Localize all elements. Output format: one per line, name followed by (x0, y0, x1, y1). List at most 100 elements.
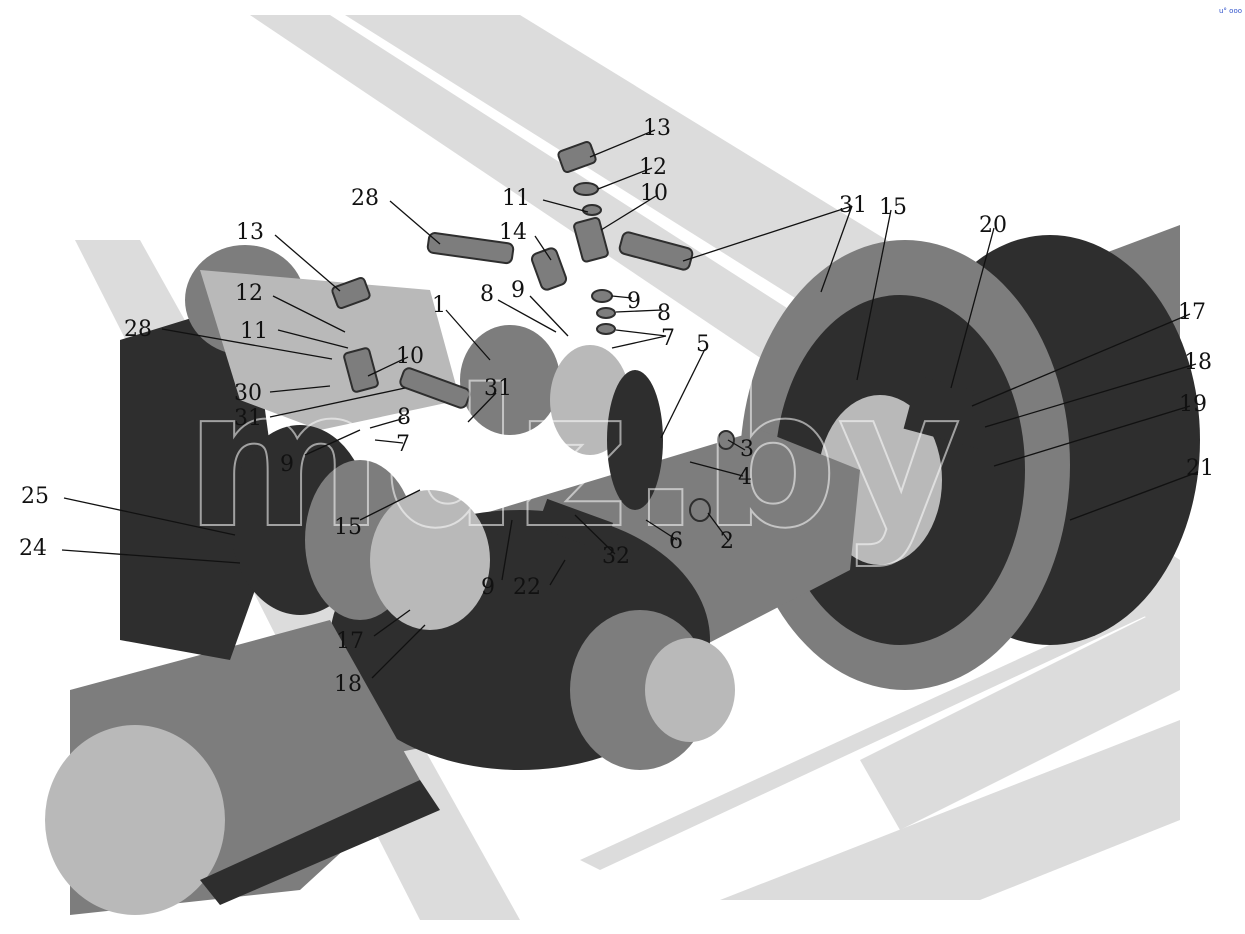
frame-beam-lower-right (860, 600, 1180, 830)
callout-label-c11b: 11 (240, 319, 268, 344)
hub-left (45, 725, 225, 915)
callout-label-c19: 19 (1179, 392, 1207, 417)
leader-line-c11a (542, 199, 589, 213)
callout-label-c9d: 9 (481, 575, 495, 600)
leader-line-c17b (373, 609, 411, 637)
leader-line-c28b (161, 328, 333, 360)
leader-line-c9b (611, 295, 633, 299)
leader-line-c21 (1069, 471, 1199, 521)
leader-line-c19 (993, 405, 1191, 467)
leader-line-c28a (389, 200, 441, 245)
leader-line-c4 (689, 461, 744, 477)
actuator-disc (370, 490, 490, 630)
leader-line-c18b (371, 624, 426, 679)
leader-line-c9a (529, 295, 569, 337)
callout-label-c9b: 9 (627, 289, 641, 314)
washer-12-top (573, 182, 599, 196)
callout-label-c3: 3 (740, 437, 754, 462)
leader-line-c30 (269, 385, 331, 393)
callout-label-c13b: 13 (236, 220, 264, 245)
leader-line-c6 (645, 519, 678, 541)
callout-label-c1: 1 (432, 293, 446, 318)
nut-2 (689, 498, 711, 522)
callout-label-c15a: 15 (879, 195, 907, 220)
callout-label-c22: 22 (513, 575, 541, 600)
callout-label-c8a: 8 (480, 282, 494, 307)
connector-28-top (426, 232, 515, 265)
callout-label-c30: 30 (234, 381, 262, 406)
callout-label-c31b: 31 (234, 406, 262, 431)
leader-line-c20 (950, 227, 995, 389)
leader-line-c12b (272, 295, 346, 333)
elbow-14 (530, 247, 568, 291)
frame-rail-bottom (580, 585, 1180, 870)
callout-label-c32: 32 (602, 544, 630, 569)
callout-label-c8b: 8 (657, 301, 671, 326)
leader-line-c24 (61, 549, 241, 564)
callout-label-c18a: 18 (1184, 350, 1212, 375)
callout-label-c17b: 17 (336, 629, 364, 654)
ring-9-top (591, 289, 613, 303)
connector-31-mid (399, 367, 471, 409)
leader-line-c22 (549, 559, 566, 586)
leader-line-c8b (615, 309, 663, 313)
callout-label-c31a: 31 (839, 193, 867, 218)
tee-10-left (343, 347, 379, 393)
callout-label-c18b: 18 (334, 672, 362, 697)
leader-line-c31c (467, 392, 497, 423)
corner-mark: u° ooo (1219, 7, 1242, 15)
callout-label-c10b: 10 (396, 344, 424, 369)
lever-bracket (536, 498, 614, 552)
leader-line-c25 (63, 497, 236, 536)
tee-10-top (573, 216, 609, 263)
callout-label-c11a: 11 (502, 186, 530, 211)
leader-line-c3 (727, 439, 746, 451)
leader-line-c10b (367, 356, 409, 377)
leader-line-c8a (497, 299, 557, 333)
callout-label-c21: 21 (1186, 456, 1214, 481)
callout-label-c17a: 17 (1178, 300, 1206, 325)
callout-label-c8c: 8 (397, 405, 411, 430)
callout-label-c15b: 15 (334, 515, 362, 540)
left-brake-mechanism (120, 245, 490, 660)
leader-line-c7b (374, 439, 404, 444)
callout-label-c20: 20 (979, 213, 1007, 238)
central-actuators (460, 325, 663, 552)
drive-shaft (200, 780, 440, 905)
callout-label-c6: 6 (669, 529, 683, 554)
leader-line-c7a-b (611, 335, 667, 349)
leader-line-c10a (600, 195, 657, 231)
leader-line-c12a (597, 167, 653, 190)
fitting-13-left (331, 276, 371, 310)
callout-label-c25: 25 (21, 484, 49, 509)
leader-line-c13a (589, 129, 656, 158)
axle-housing (45, 430, 860, 915)
connector-31-top (618, 231, 694, 271)
leader-line-c15b (359, 489, 421, 521)
nut-3 (717, 430, 735, 450)
ring-8-top (596, 307, 616, 319)
leader-line-c32 (574, 514, 616, 555)
callout-label-c10a: 10 (640, 181, 668, 206)
input-flange (645, 638, 735, 742)
callout-label-c28a: 28 (351, 186, 379, 211)
callout-label-c7a: 7 (661, 326, 675, 351)
watermark: mdz.by (184, 348, 963, 571)
leader-line-c31b (269, 387, 406, 418)
callout-label-c28b: 28 (124, 317, 152, 342)
callout-label-c2: 2 (720, 529, 734, 554)
callout-label-c9a: 9 (511, 278, 525, 303)
leader-line-c11b (277, 329, 349, 349)
flange-cover (607, 370, 663, 510)
leader-line-c31a-b (820, 205, 853, 293)
watermark-text: mdz.by (185, 349, 962, 570)
callout-label-c14: 14 (499, 220, 527, 245)
leader-line-c5 (660, 348, 706, 439)
callout-label-c12b: 12 (235, 281, 263, 306)
callout-leaders (61, 129, 1199, 679)
callout-label-c13a: 13 (643, 116, 671, 141)
ring-11-top (582, 204, 602, 216)
